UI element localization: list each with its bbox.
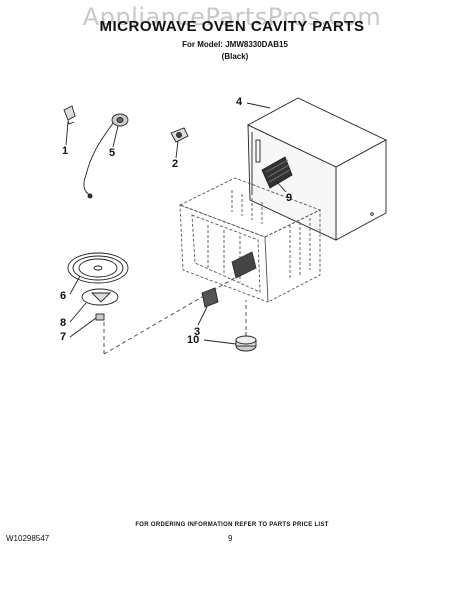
- bracket-part: [63, 105, 76, 125]
- light-socket-part: [83, 113, 129, 199]
- roller-ring-part: [81, 288, 119, 306]
- ordering-note: FOR ORDERING INFORMATION REFER TO PARTS …: [135, 522, 329, 528]
- model-subtitle: For Model: JMW8330DAB15 (Black): [140, 39, 330, 63]
- assembly-guide-lines: [103, 275, 247, 355]
- model-label: For Model: JMW8330DAB15: [182, 40, 288, 49]
- vent-grille-part: [261, 156, 293, 189]
- turntable-tray-part: [67, 252, 129, 284]
- callout-8: 8: [60, 317, 67, 329]
- leader-lines: [65, 102, 287, 345]
- callout-7: 7: [60, 331, 67, 343]
- callout-4: 4: [236, 96, 243, 108]
- oven-cavity-frame: [178, 177, 322, 303]
- waveguide-cover-part: [201, 287, 219, 308]
- page-number: 9: [228, 534, 233, 543]
- page-title: MICROWAVE OVEN CAVITY PARTS: [99, 18, 365, 35]
- document-number: W10298547: [6, 534, 50, 543]
- callout-2: 2: [172, 158, 179, 170]
- coupler-part: [95, 313, 105, 321]
- callout-6: 6: [60, 290, 67, 302]
- callout-1: 1: [62, 145, 69, 157]
- callout-9: 9: [286, 192, 293, 204]
- callout-10: 10: [187, 334, 200, 346]
- callout-3: 3: [194, 326, 201, 338]
- switch-part: [170, 127, 189, 143]
- cabinet-wrapper-part: [247, 97, 387, 241]
- cavity-window: [231, 251, 257, 279]
- color-label: (Black): [221, 52, 249, 61]
- watermark: AppliancePartsPros.com: [82, 3, 382, 31]
- callout-5: 5: [109, 147, 116, 159]
- turntable-motor-part: [235, 332, 257, 352]
